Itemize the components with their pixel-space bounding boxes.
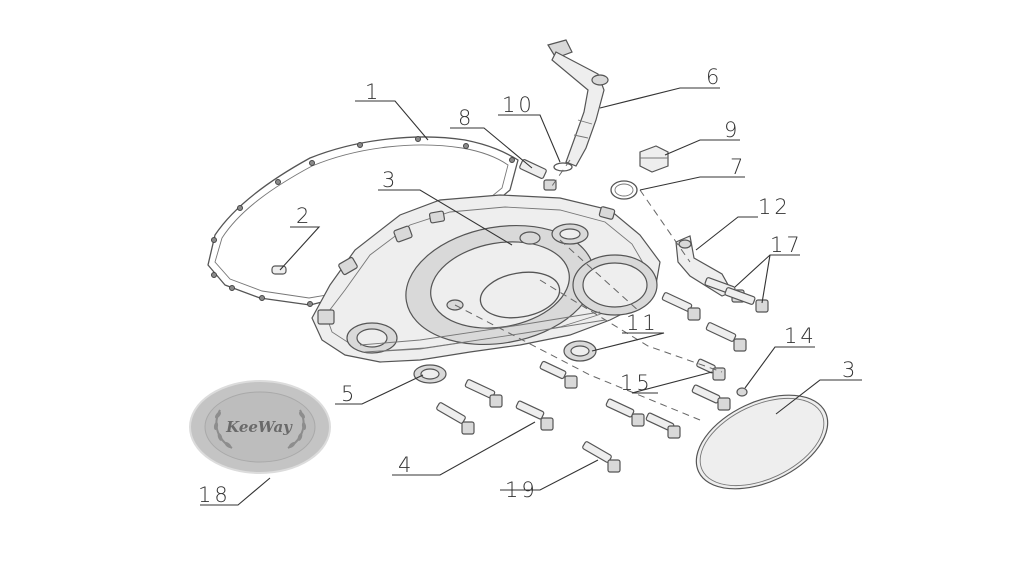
label-15: 15 <box>620 371 653 395</box>
part-washer <box>736 387 748 397</box>
part-dowel-pin <box>271 265 287 275</box>
part-bolts-right <box>661 292 747 411</box>
label-7: 7 <box>730 155 746 179</box>
part-cover-plate <box>695 394 829 490</box>
leaf-left-icon <box>213 411 232 448</box>
label-9: 9 <box>724 118 740 142</box>
part-o-ring-small <box>553 162 573 172</box>
part-dipstick <box>547 39 609 167</box>
label-19: 19 <box>505 478 538 502</box>
label-10: 10 <box>502 93 535 117</box>
label-6: 6 <box>706 65 722 89</box>
part-cap <box>639 145 669 173</box>
label-4: 4 <box>398 453 414 477</box>
part-oil-seal-11 <box>563 340 597 362</box>
part-bolts-lower <box>436 360 681 473</box>
label-17: 17 <box>770 233 803 257</box>
label-8: 8 <box>458 106 474 130</box>
part-crankcase-cover <box>311 194 661 363</box>
label-12: 12 <box>758 195 791 219</box>
leaf-right-icon <box>288 411 307 448</box>
part-oil-seal-5 <box>413 364 447 384</box>
label-11: 11 <box>626 311 659 335</box>
label-3a: 3 <box>382 168 398 192</box>
assembly-lines <box>454 159 723 421</box>
callout-labels: 1 2 3 8 10 6 9 7 12 17 11 14 3 15 5 4 19… <box>198 65 858 507</box>
label-5: 5 <box>341 382 357 406</box>
leader-lines <box>200 87 862 506</box>
part-bolts-17 <box>704 277 769 313</box>
label-14: 14 <box>784 324 817 348</box>
part-logo-badge: KeeWay <box>189 380 331 474</box>
part-o-ring <box>610 180 638 200</box>
logo-text: KeeWay <box>225 418 293 436</box>
label-1: 1 <box>365 80 381 104</box>
label-2: 2 <box>296 204 312 228</box>
part-plug-8 <box>519 159 557 191</box>
label-18: 18 <box>198 483 231 507</box>
label-3b: 3 <box>842 358 858 382</box>
